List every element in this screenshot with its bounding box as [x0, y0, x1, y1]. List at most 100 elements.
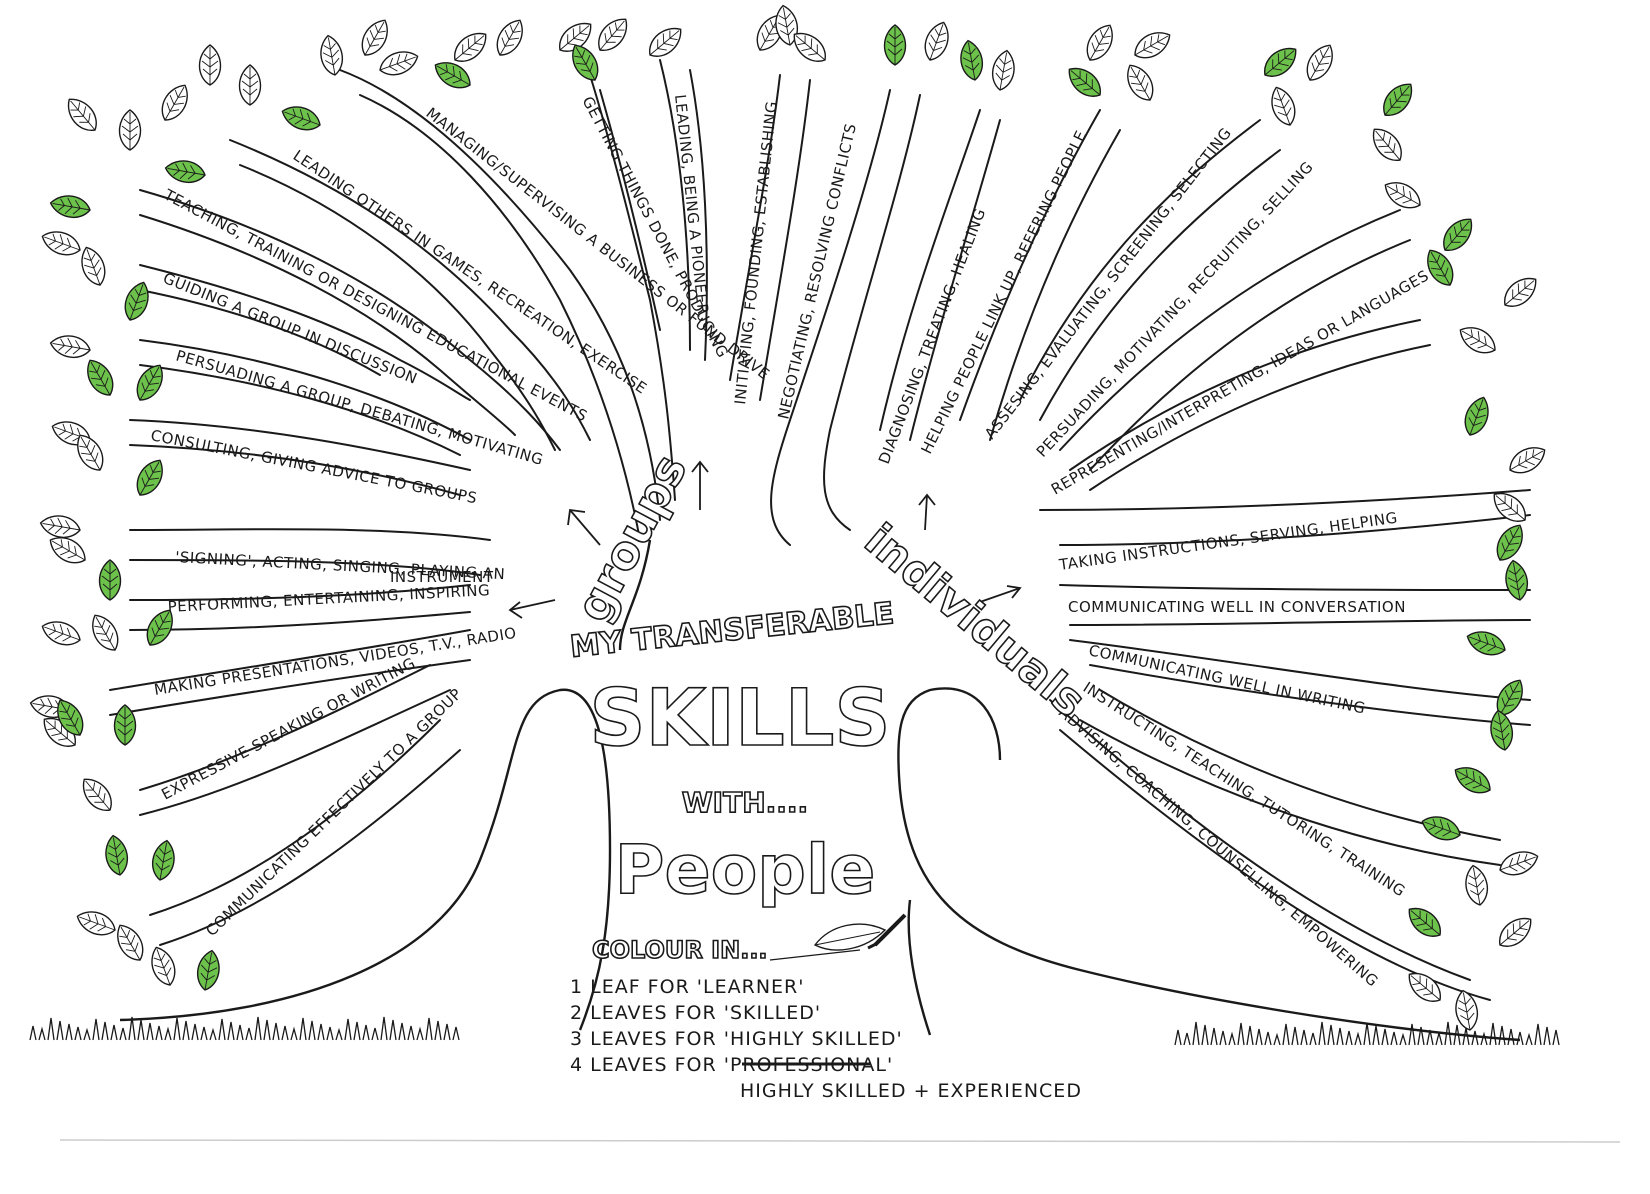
- leaf-icon: [117, 924, 144, 961]
- leaf-icon: [1306, 44, 1333, 81]
- skill-label: TAKING INSTRUCTIONS, SERVING, HELPING: [1057, 509, 1399, 575]
- leaf-icon: [1464, 396, 1489, 436]
- right-branches: [729, 74, 1531, 1001]
- leaf-icon: [883, 24, 907, 66]
- skill-label: INSTRUMENT: [390, 568, 494, 586]
- arrow-up-icon: [691, 460, 709, 510]
- leaf-icon: [1271, 86, 1296, 126]
- grass-layer: [29, 1016, 1560, 1046]
- leaf-icon: [81, 246, 106, 286]
- leaf-icon: [1504, 277, 1537, 307]
- leaf-icon: [92, 614, 119, 651]
- legend-item: 1 LEAF FOR 'LEARNER': [570, 976, 804, 998]
- leaf-icon: [1086, 24, 1113, 61]
- leaf-icon: [1408, 972, 1441, 1002]
- title-line-4: People: [615, 831, 876, 910]
- direction-arrows: [508, 460, 1022, 619]
- leaf-icon: [454, 32, 487, 62]
- legend: COLOUR IN... 1 LEAF FOR 'LEARNER' 2 LEAV…: [570, 913, 1082, 1102]
- leaf-icon: [76, 911, 116, 936]
- leaf-icon: [281, 106, 321, 131]
- leaf-icon: [49, 195, 91, 219]
- page-fold-line: [59, 1139, 1621, 1143]
- leaf-icon: [1421, 816, 1461, 841]
- leaf-icon: [82, 778, 112, 811]
- title-line-2: SKILLS: [589, 674, 890, 764]
- skill-label: COMMUNICATING EFFECTIVELY TO A GROUP: [202, 685, 465, 940]
- leaf-icon: [379, 51, 419, 76]
- legend-item: 4 LEAVES FOR 'PROFESSIONAL': [570, 1054, 893, 1076]
- leaf-icon: [161, 84, 188, 121]
- leaf-icon: [1068, 67, 1101, 97]
- leaf-icon: [151, 839, 175, 881]
- leaf-icon: [49, 335, 91, 359]
- arrow-up-icon: [918, 493, 936, 531]
- leaf-icon: [1493, 492, 1526, 522]
- legend-heading: COLOUR IN...: [592, 936, 768, 964]
- leaf-icon: [113, 704, 137, 746]
- leaf-icon: [77, 434, 104, 471]
- leaf-icon: [1466, 631, 1506, 656]
- leaf-icon: [1372, 128, 1402, 161]
- leaf-icon: [1499, 851, 1539, 876]
- leaf-icon: [1509, 447, 1546, 474]
- leaf-icon: [118, 109, 142, 151]
- leaf-icon: [960, 39, 984, 81]
- leaf-icon: [57, 699, 84, 736]
- center-title: groups individuals MY TRANSFERABLE SKILL…: [564, 445, 1096, 911]
- legend-item: 3 LEAVES FOR 'HIGHLY SKILLED': [570, 1028, 903, 1050]
- skill-label: PERFORMING, ENTERTAINING, INSPIRING: [167, 581, 490, 616]
- leaf-icon: [105, 834, 129, 876]
- leaf-icon: [1496, 679, 1523, 716]
- tree-trunk: [119, 539, 1521, 1042]
- leaf-icon: [1496, 524, 1523, 561]
- leaf-icon: [1459, 327, 1496, 354]
- leaf-icon: [39, 515, 81, 539]
- arrow-down-right-icon: [979, 585, 1022, 603]
- leaf-icon: [1383, 83, 1413, 116]
- leaf-icon: [87, 359, 114, 396]
- leaf-icon: [1427, 249, 1454, 286]
- leaf-icon: [496, 19, 523, 56]
- leaf-icon: [572, 44, 599, 81]
- handwritten-note: HIGHLY SKILLED + EXPERIENCED: [740, 1080, 1082, 1102]
- leaf-icon: [1490, 709, 1514, 751]
- leaf-icon: [196, 949, 220, 991]
- legend-item: 2 LEAVES FOR 'SKILLED': [570, 1002, 821, 1024]
- leaf-icon: [1127, 64, 1154, 101]
- leaf-icon: [649, 27, 682, 57]
- leaf-icon: [991, 49, 1015, 91]
- arrow-left-icon: [508, 599, 556, 619]
- arrow-up-left-icon: [567, 508, 601, 546]
- leaf-icon: [1134, 32, 1171, 59]
- leaf-icon: [98, 559, 122, 601]
- leaf-icon: [1499, 917, 1532, 947]
- leaf-icon: [1408, 907, 1441, 937]
- skill-label: COMMUNICATING WELL IN CONVERSATION: [1068, 598, 1406, 616]
- leaf-icon: [598, 18, 628, 51]
- leaf-icon: [136, 459, 163, 496]
- leaf-icon: [146, 609, 173, 646]
- leaf-icon: [136, 364, 163, 401]
- leaf-icon: [67, 98, 97, 131]
- skill-label: NEGOTIATING, RESOLVING CONFLICTS: [774, 122, 860, 421]
- leaf-icon: [793, 32, 826, 62]
- leaf-icon: [1454, 767, 1491, 794]
- title-line-3: WITH....: [682, 786, 808, 819]
- leaf-icon: [320, 34, 344, 76]
- leaf-icon: [49, 537, 86, 564]
- leaves-layer: [29, 4, 1546, 1031]
- pencil-icon: [769, 913, 907, 961]
- leaf-icon: [41, 231, 81, 256]
- left-branches: [109, 59, 708, 946]
- leaf-icon: [924, 21, 949, 61]
- leaf-icon: [434, 62, 471, 89]
- leaf-icon: [164, 160, 206, 184]
- leaf-icon: [1384, 182, 1421, 209]
- leaf-icon: [1264, 47, 1297, 77]
- leaf-icon: [41, 621, 81, 646]
- leaf-icon: [1505, 559, 1529, 601]
- leaf-icon: [238, 64, 262, 106]
